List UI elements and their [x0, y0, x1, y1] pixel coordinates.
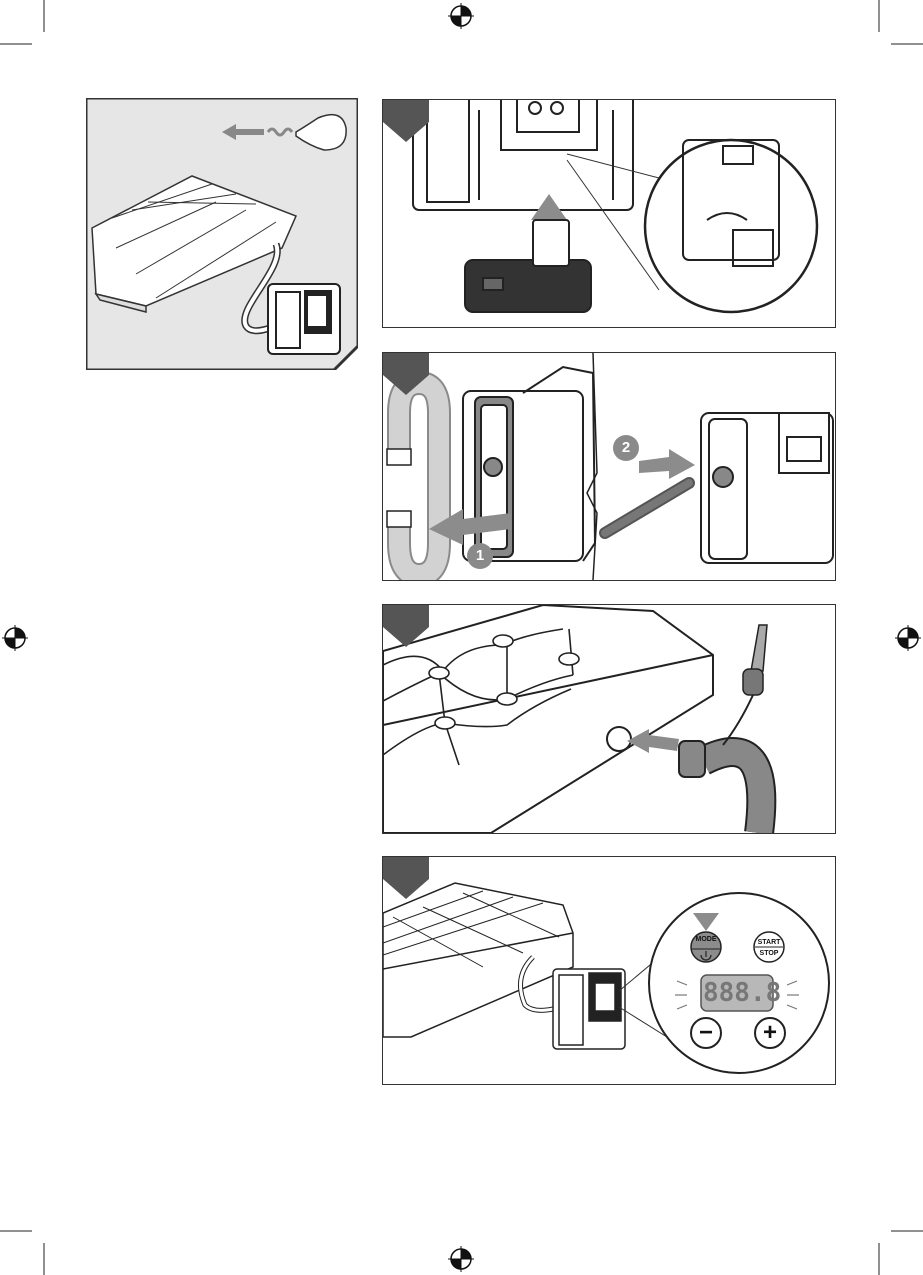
- step-tab: [383, 605, 429, 647]
- mode-label: MODE: [696, 936, 717, 943]
- step-tab: [383, 100, 429, 142]
- step-panel-hose: 1 2: [382, 352, 836, 581]
- step-panel-nozzle: [382, 604, 836, 834]
- minus-button: −: [691, 1017, 721, 1049]
- hose-illustration: [383, 353, 835, 580]
- registration-mark-icon: [895, 625, 921, 651]
- arrow-icon: [639, 449, 695, 479]
- start-stop-button: START STOP: [754, 937, 784, 959]
- step-tab: [383, 857, 429, 899]
- overview-panel: [86, 98, 358, 370]
- mode-button: MODE: [691, 936, 721, 943]
- step-badge-2: 2: [613, 435, 639, 461]
- controls-illustration: [383, 857, 835, 1084]
- step-tab: [383, 353, 429, 395]
- nozzle-illustration: [383, 605, 835, 833]
- registration-mark-icon: [448, 3, 474, 29]
- step-panel-controls: MODE START STOP 888.8 − +: [382, 856, 836, 1085]
- compressor-drawing: [268, 284, 340, 354]
- overview-illustration: [86, 98, 358, 370]
- stop-label: STOP: [754, 948, 784, 959]
- step-panel-battery: [382, 99, 836, 328]
- battery-illustration: [383, 100, 835, 327]
- battery-drawing: [465, 220, 591, 312]
- pressure-display: 888.8: [703, 977, 771, 1009]
- step-badge-1: 1: [467, 543, 493, 569]
- start-label: START: [754, 937, 784, 948]
- registration-mark-icon: [448, 1246, 474, 1272]
- plus-button: +: [755, 1017, 785, 1049]
- registration-mark-icon: [2, 625, 28, 651]
